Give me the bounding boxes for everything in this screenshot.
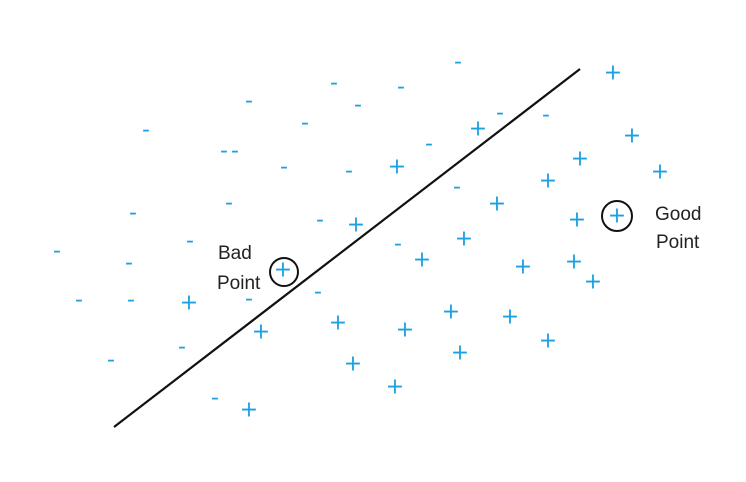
positive-sample-mark: +	[344, 352, 362, 377]
negative-sample-mark: -	[142, 118, 150, 143]
negative-sample-mark: -	[186, 229, 194, 254]
negative-sample-mark: -	[225, 191, 233, 216]
positive-sample-mark: +	[347, 213, 365, 238]
negative-sample-mark: -	[53, 239, 61, 264]
negative-sample-mark: -	[542, 103, 550, 128]
negative-sample-mark: -	[330, 71, 338, 96]
positive-sample-mark: +	[651, 160, 669, 185]
positive-sample-mark: +	[252, 320, 270, 345]
positive-sample-mark: +	[455, 227, 473, 252]
negative-sample-mark: -	[107, 348, 115, 373]
negative-sample-mark: -	[301, 111, 309, 136]
negative-sample-mark: -	[127, 288, 135, 313]
positive-sample-mark: +	[442, 300, 460, 325]
negative-sample-mark: -	[354, 93, 362, 118]
positive-sample-mark: +	[180, 291, 198, 316]
negative-sample-mark: -	[394, 232, 402, 257]
negative-sample-mark: -	[125, 251, 133, 276]
positive-sample-mark: +	[274, 258, 292, 283]
negative-sample-mark: -	[245, 287, 253, 312]
positive-sample-mark: +	[608, 204, 626, 229]
negative-sample-mark: -	[496, 101, 504, 126]
positive-sample-mark: +	[451, 341, 469, 366]
good-point-circle	[601, 200, 633, 232]
bad-point-circle	[269, 257, 299, 287]
positive-sample-mark: +	[565, 250, 583, 275]
positive-sample-mark: +	[539, 329, 557, 354]
positive-sample-mark: +	[539, 169, 557, 194]
positive-sample-mark: +	[413, 248, 431, 273]
decision-boundary-line	[113, 68, 581, 428]
positive-sample-mark: +	[396, 318, 414, 343]
negative-sample-mark: -	[454, 50, 462, 75]
negative-sample-mark: -	[178, 335, 186, 360]
positive-sample-mark: +	[386, 375, 404, 400]
negative-sample-mark: -	[345, 159, 353, 184]
negative-sample-mark: -	[220, 139, 228, 164]
bad-point-label-line2: Point	[217, 273, 261, 294]
negative-sample-mark: -	[211, 386, 219, 411]
positive-sample-mark: +	[501, 305, 519, 330]
positive-sample-mark: +	[469, 117, 487, 142]
positive-sample-mark: +	[571, 147, 589, 172]
negative-sample-mark: -	[245, 89, 253, 114]
positive-sample-mark: +	[623, 124, 641, 149]
negative-sample-mark: -	[75, 288, 83, 313]
positive-sample-mark: +	[568, 208, 586, 233]
positive-sample-mark: +	[584, 270, 602, 295]
good-point-label-line2: Point	[656, 232, 700, 253]
negative-sample-mark: -	[129, 201, 137, 226]
negative-sample-mark: -	[425, 132, 433, 157]
positive-sample-mark: +	[514, 255, 532, 280]
negative-sample-mark: -	[453, 175, 461, 200]
positive-sample-mark: +	[488, 192, 506, 217]
negative-sample-mark: -	[397, 75, 405, 100]
positive-sample-mark: +	[329, 311, 347, 336]
negative-sample-mark: -	[231, 139, 239, 164]
negative-sample-mark: -	[316, 208, 324, 233]
positive-sample-mark: +	[604, 61, 622, 86]
good-point-label-line1: Good	[655, 204, 701, 225]
positive-sample-mark: +	[388, 155, 406, 180]
negative-sample-mark: -	[280, 155, 288, 180]
negative-sample-mark: -	[314, 280, 322, 305]
data-points: ++++++++++++++++++++++++++++------------…	[53, 50, 669, 423]
bad-point-label-line1: Bad	[218, 243, 252, 264]
positive-sample-mark: +	[240, 398, 258, 423]
